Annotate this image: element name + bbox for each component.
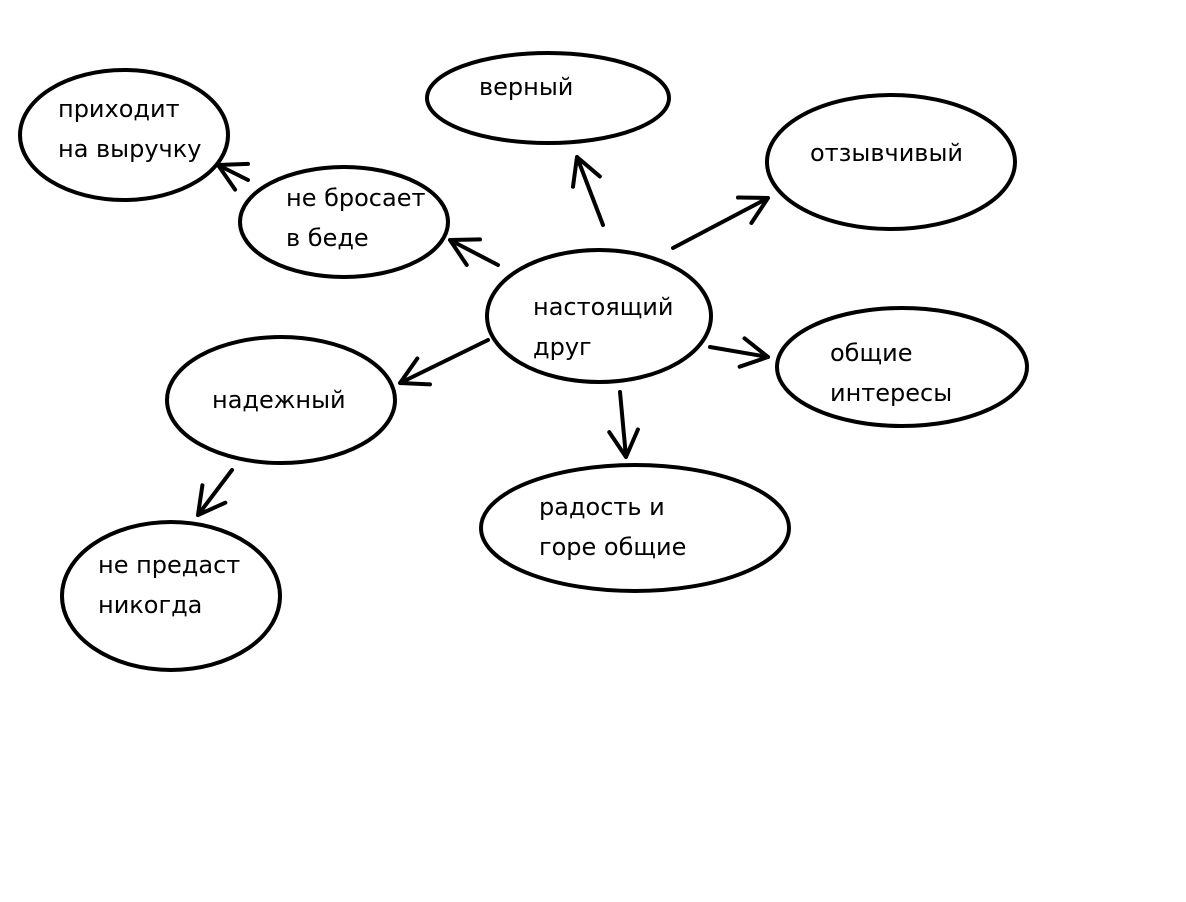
arrow-to-loyal-icon [570, 155, 605, 227]
center-line1: настоящий [533, 293, 674, 321]
arrow-to-responsive-icon [671, 195, 770, 250]
comes-help-line2: на выручку [58, 135, 202, 163]
arrow-to-interests-icon [708, 336, 770, 369]
never-betray-line1: не предаст [98, 551, 241, 579]
never-betray-node-ellipse [60, 520, 282, 672]
interests-line1: общие [830, 339, 913, 367]
reliable-node-label: надежный [212, 380, 346, 420]
not-abandon-line1: не бросает [286, 184, 426, 212]
arrow-to-never-betray-icon [196, 468, 234, 517]
responsive-node-label: отзывчивый [810, 133, 963, 173]
comes-help-node-label: приходит на выручку [58, 89, 201, 169]
loyal-node-label: верный [479, 67, 573, 107]
never-betray-line2: никогда [98, 591, 203, 619]
comes-help-node-ellipse [18, 68, 230, 202]
center-line2: друг [533, 333, 592, 361]
interests-line2: интересы [830, 379, 953, 407]
joy-node-label: радость и горе общие [539, 487, 686, 567]
loyal-line1: верный [479, 73, 574, 101]
arrow-to-reliable-icon [398, 338, 490, 387]
arrow-to-comes-help-icon [216, 161, 250, 192]
responsive-line1: отзывчивый [810, 139, 963, 167]
reliable-node-ellipse [165, 335, 397, 465]
reliable-line1: надежный [212, 386, 346, 414]
responsive-node-ellipse [765, 93, 1017, 231]
comes-help-line1: приходит [58, 95, 180, 123]
loyal-node-ellipse [425, 51, 671, 145]
interests-node-ellipse [775, 306, 1029, 428]
not-abandon-line2: в беде [286, 224, 369, 252]
interests-node-label: общие интересы [830, 333, 952, 413]
joy-line2: горе общие [539, 533, 687, 561]
center-node-ellipse [485, 248, 713, 384]
joy-node-ellipse [479, 463, 791, 593]
arrow-to-joy-icon [607, 390, 640, 459]
not-abandon-node-ellipse [238, 165, 450, 279]
never-betray-node-label: не предаст никогда [98, 545, 240, 625]
center-node-label: настоящий друг [533, 287, 674, 367]
joy-line1: радость и [539, 493, 665, 521]
not-abandon-node-label: не бросает в беде [286, 178, 425, 258]
arrow-to-not-abandon-icon [448, 237, 500, 267]
